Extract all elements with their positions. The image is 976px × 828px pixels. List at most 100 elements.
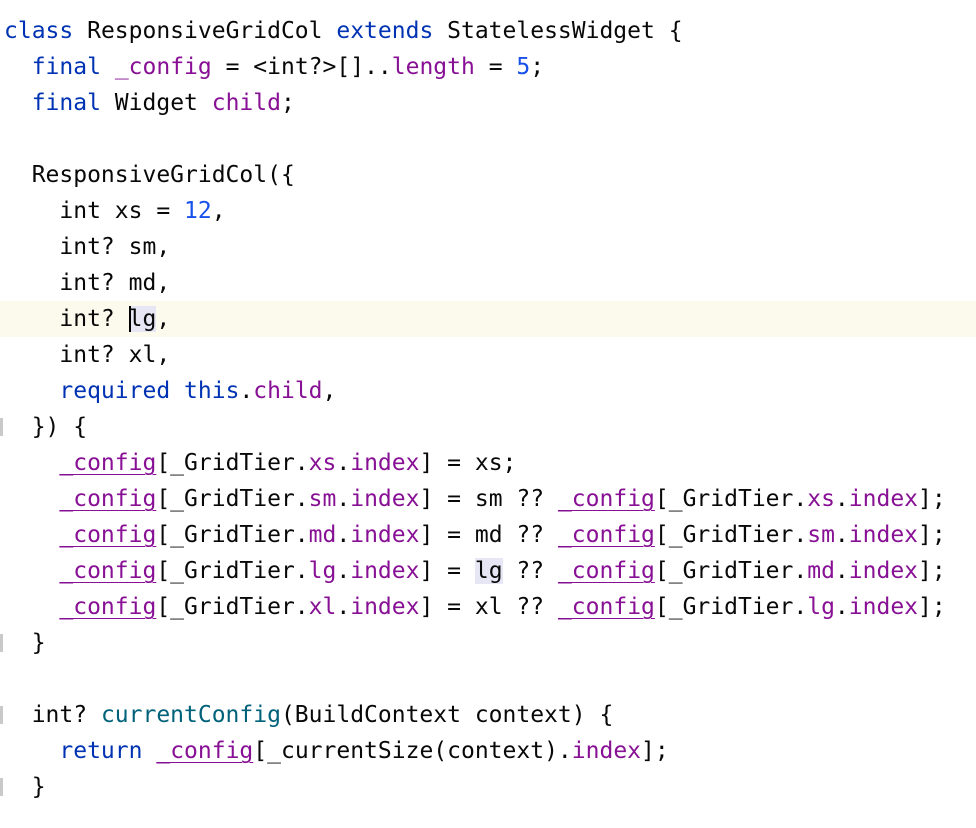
code-token: int? md, [4,270,171,296]
code-token [4,378,59,404]
fold-gutter-marker[interactable] [0,418,3,436]
code-token: int? sm, [4,234,171,260]
code-token: ]; [918,594,946,620]
code-token: [_GridTier. [156,558,309,584]
code-token: . [834,594,849,620]
code-token [4,522,59,548]
code-token: [_GridTier. [156,522,309,548]
code-token: _config [156,738,254,764]
code-token: _config [557,558,655,584]
code-editor[interactable]: class ResponsiveGridCol extends Stateles… [0,13,976,828]
code-token: ResponsiveGridCol({ [4,162,295,188]
code-line[interactable]: } [0,769,976,805]
code-token: ] = xl ?? [419,594,558,620]
code-token: . [834,522,849,548]
code-token [101,54,115,80]
code-token: . [834,558,849,584]
fold-gutter-marker[interactable] [0,634,3,652]
code-token: xl [308,594,337,620]
code-token: ]; [641,738,669,764]
code-line[interactable]: } [0,625,976,661]
code-token: int? xl, [4,342,171,368]
code-token: index [350,450,420,476]
code-line[interactable]: _config[_GridTier.xs.index] = xs; [0,445,976,481]
code-token [4,738,59,764]
code-token: child [211,90,281,116]
code-token: , [211,198,226,224]
code-line[interactable]: }) { [0,409,976,445]
code-token: int xs = [4,198,185,224]
code-line[interactable]: int? md, [0,265,976,301]
code-line[interactable] [0,121,976,157]
code-token: Widget [100,90,212,116]
code-token: _config [59,594,157,620]
code-token: _config [59,450,157,476]
code-token [4,450,59,476]
code-token: }) { [4,414,88,440]
code-line[interactable]: final _config = <int?>[]..length = 5; [0,49,976,85]
code-line[interactable]: _config[_GridTier.xl.index] = xl ?? _con… [0,589,976,625]
code-token: _config [114,54,212,80]
code-token: final [31,90,101,116]
code-token: [_GridTier. [654,522,808,548]
code-token: index [350,558,420,584]
code-line[interactable]: int? xl, [0,337,976,373]
code-token [4,594,59,620]
code-token: ] = xs; [419,450,517,476]
code-token: ]; [918,522,946,548]
code-line[interactable]: int? currentConfig(BuildContext context)… [0,697,976,733]
code-token: this [184,378,240,404]
code-token [4,90,32,116]
code-token: index [848,594,919,620]
code-line[interactable]: _config[_GridTier.sm.index] = sm ?? _con… [0,481,976,517]
code-token: _config [557,594,655,620]
code-token: , [322,378,337,404]
code-token: class [4,18,74,44]
code-line[interactable]: _config[_GridTier.lg.index] = lg ?? _con… [0,553,976,589]
code-line[interactable]: int? sm, [0,229,976,265]
code-token: . [336,594,351,620]
code-token: md [308,522,337,548]
code-token: . [336,558,351,584]
code-token: ; [530,54,545,80]
code-token: _config [59,486,157,512]
code-token: . [336,486,351,512]
code-token: ]; [918,558,946,584]
code-token: [_GridTier. [156,450,309,476]
code-token: index [350,522,420,548]
code-token: xs [807,486,835,512]
code-token: . [336,450,351,476]
fold-gutter-marker[interactable] [0,706,3,724]
code-token: = [474,54,517,80]
code-token: lg [474,558,503,584]
code-token: index [848,486,919,512]
code-token [4,558,59,584]
code-token: } [4,774,46,800]
code-line[interactable]: _config[_GridTier.md.index] = md ?? _con… [0,517,976,553]
code-token: _config [557,522,655,548]
text-cursor [128,305,131,332]
code-token: 12 [184,198,212,224]
code-token: [_GridTier. [654,558,808,584]
code-token: return [59,738,143,764]
code-token: [_GridTier. [156,594,309,620]
code-line[interactable]: required this.child, [0,373,976,409]
code-line[interactable]: return _config[_currentSize(context).ind… [0,733,976,769]
code-token: [_currentSize(context). [253,738,572,764]
code-token: , [156,306,171,332]
code-token: int? [4,306,129,332]
code-line-current[interactable]: int? lg, [0,301,976,337]
code-line[interactable]: final Widget child; [0,85,976,121]
code-line[interactable]: class ResponsiveGridCol extends Stateles… [0,13,976,49]
code-line[interactable] [0,661,976,697]
code-line[interactable]: int xs = 12, [0,193,976,229]
code-token: lg [807,594,835,620]
code-token: ] = sm ?? [419,486,558,512]
code-line[interactable]: ResponsiveGridCol({ [0,157,976,193]
code-token: StatelessWidget { [433,18,683,44]
code-token: = <int?>[].. [211,54,392,80]
code-token: index [571,738,642,764]
fold-gutter-marker[interactable] [0,778,3,796]
code-token: . [336,522,351,548]
code-token: extends [336,18,434,44]
